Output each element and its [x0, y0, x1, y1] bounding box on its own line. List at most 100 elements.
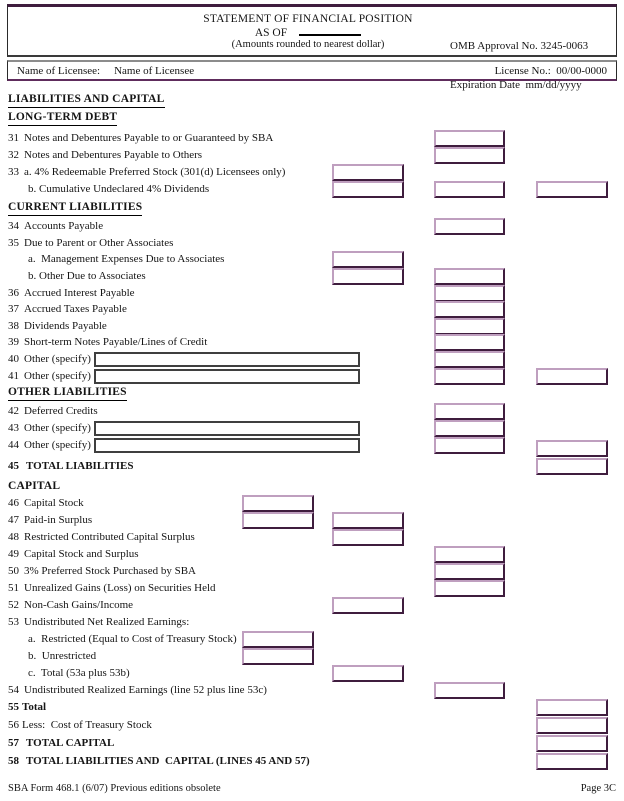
amount-field-53c[interactable] — [332, 665, 404, 682]
line-number: 33 — [8, 166, 19, 178]
section-liabilities-and-capital: LIABILITIES AND CAPITAL — [8, 93, 165, 108]
line-number: 31 — [8, 132, 19, 144]
amount-field-32[interactable] — [434, 147, 505, 164]
line-number: 55 — [8, 701, 19, 713]
amount-field-48[interactable] — [332, 529, 404, 546]
form-id-footer: SBA Form 468.1 (6/07) Previous editions … — [8, 783, 221, 794]
line-number: 53 — [8, 616, 19, 628]
line-label: Undistributed Realized Earnings (line 52… — [24, 684, 267, 696]
line-label: Capital Stock and Surplus — [24, 548, 139, 560]
line-number: 42 — [8, 405, 19, 417]
amount-field-50[interactable] — [434, 563, 505, 580]
amount-field-44-2[interactable] — [536, 440, 608, 457]
amount-field-35a[interactable] — [332, 251, 404, 268]
as-of-date-blank[interactable] — [299, 26, 362, 36]
section-current-liabilities: CURRENT LIABILITIES — [8, 201, 143, 216]
licensee-wrap: Name of Licensee: Name of Licensee — [17, 65, 194, 77]
amount-field-45[interactable] — [536, 458, 608, 475]
other-specify-input-41[interactable] — [94, 369, 360, 384]
line-label: Total — [22, 701, 47, 713]
line-label: c. Total (53a plus 53b) — [28, 667, 130, 679]
amount-field-31[interactable] — [434, 130, 505, 147]
line-label: Short-term Notes Payable/Lines of Credit — [24, 336, 208, 348]
other-specify-input-43[interactable] — [94, 421, 360, 436]
amount-field-51[interactable] — [434, 580, 505, 597]
amount-field-53b[interactable] — [242, 648, 314, 665]
license-number: License No.: 00/00-0000 — [494, 64, 607, 77]
omb-block: OMB Approval No. 3245-0063 Expiration Da… — [450, 14, 588, 118]
line-label: Undistributed Net Realized Earnings: — [24, 616, 190, 628]
omb-approval: OMB Approval No. 3245-0063 — [450, 40, 589, 52]
amount-field-46[interactable] — [242, 495, 314, 512]
line-number: 44 — [8, 439, 19, 451]
amount-field-43[interactable] — [434, 420, 505, 437]
amount-field-33b-3[interactable] — [536, 181, 608, 198]
amount-field-57[interactable] — [536, 735, 608, 752]
line-label: TOTAL LIABILITIES — [26, 460, 134, 472]
line-number: 35 — [8, 237, 19, 249]
form-row-43: 43 Other (specify) — [0, 420, 624, 437]
amount-field-38[interactable] — [434, 318, 505, 335]
form-title-box: STATEMENT OF FINANCIAL POSITION AS OF (A… — [7, 4, 617, 91]
amount-field-41-2[interactable] — [536, 368, 608, 385]
line-label: Non-Cash Gains/Income — [24, 599, 134, 611]
amount-field-33a[interactable] — [332, 164, 404, 181]
amount-field-37[interactable] — [434, 301, 505, 318]
amount-field-35b-2[interactable] — [434, 268, 505, 285]
line-number: 38 — [8, 320, 19, 332]
line-number: 34 — [8, 220, 19, 232]
line-label: Other (specify) — [24, 422, 91, 434]
amount-field-47-2[interactable] — [332, 512, 404, 529]
line-number: 49 — [8, 548, 19, 560]
amount-field-39[interactable] — [434, 334, 505, 351]
line-label: a. Restricted (Equal to Cost of Treasury… — [28, 633, 237, 645]
line-label: Dividends Payable — [24, 320, 107, 332]
amount-field-55[interactable] — [536, 699, 608, 716]
section-capital: CAPITAL — [8, 480, 61, 492]
line-label: Less: Cost of Treasury Stock — [22, 719, 152, 731]
other-specify-input-40[interactable] — [94, 352, 360, 367]
amount-field-33b-1[interactable] — [332, 181, 404, 198]
amount-field-34[interactable] — [434, 218, 505, 235]
amount-field-58[interactable] — [536, 753, 608, 770]
line-label: Accrued Taxes Payable — [24, 303, 127, 315]
licensee-value[interactable]: Name of Licensee — [114, 64, 195, 77]
amount-field-53a[interactable] — [242, 631, 314, 648]
amount-field-36[interactable] — [434, 285, 505, 302]
line-number: 57 — [8, 737, 19, 749]
line-number: 43 — [8, 422, 19, 434]
amount-field-44-1[interactable] — [434, 437, 505, 454]
licensee-box-inner: Name of Licensee: Name of Licensee Licen… — [8, 62, 616, 79]
amount-field-40[interactable] — [434, 351, 505, 368]
line-number: 54 — [8, 684, 19, 696]
line-label: Other (specify) — [24, 370, 91, 382]
line-number: 52 — [8, 599, 19, 611]
amount-field-41-1[interactable] — [434, 368, 505, 385]
amount-field-35b-1[interactable] — [332, 268, 404, 285]
amount-field-47-1[interactable] — [242, 512, 314, 529]
other-specify-input-44[interactable] — [94, 438, 360, 453]
amount-field-56[interactable] — [536, 717, 608, 734]
form-row-35a: a. Management Expenses Due to Associates — [0, 251, 624, 268]
amount-field-49[interactable] — [434, 546, 505, 563]
line-number: 39 — [8, 336, 19, 348]
form-title: STATEMENT OF FINANCIAL POSITION — [203, 13, 413, 25]
line-number: 36 — [8, 287, 19, 299]
amount-field-33b-2[interactable] — [434, 181, 505, 198]
amount-field-54[interactable] — [434, 682, 505, 699]
line-label: Unrealized Gains (Loss) on Securities He… — [24, 582, 216, 594]
amount-field-52[interactable] — [332, 597, 404, 614]
amount-field-42[interactable] — [434, 403, 505, 420]
